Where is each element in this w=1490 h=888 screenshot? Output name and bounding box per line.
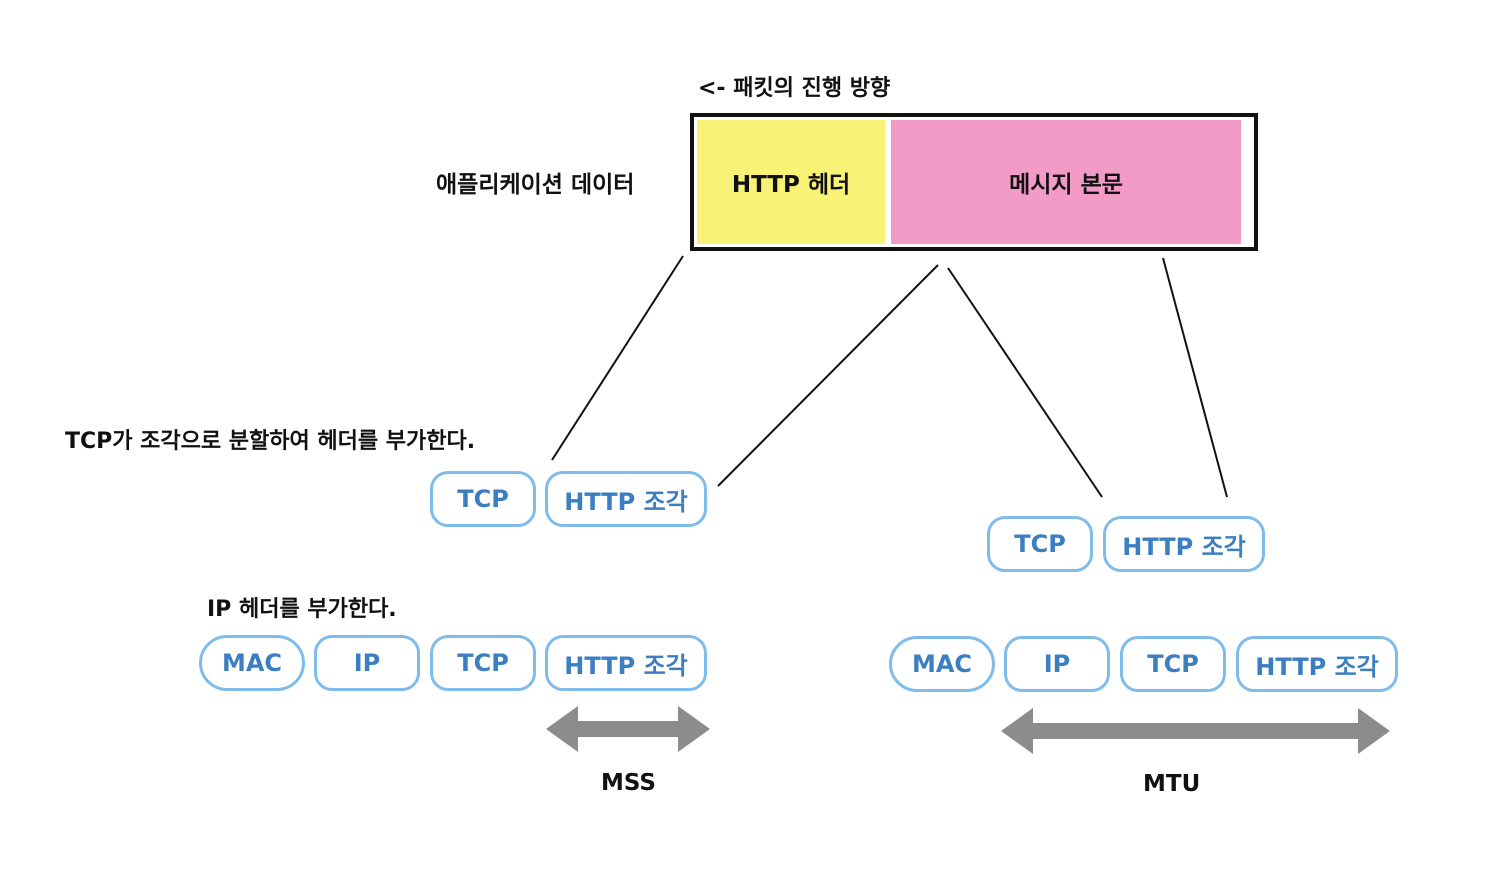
message-body-block: 메시지 본문 (891, 120, 1241, 244)
mss-label: MSS (601, 770, 656, 796)
mss-arrow (546, 706, 710, 752)
ip-header-pill: IP (1004, 636, 1110, 692)
mac-header-pill: MAC (889, 636, 995, 692)
tcp-header-pill: TCP (430, 471, 536, 527)
mac-header-pill: MAC (199, 635, 305, 691)
connector-line (947, 267, 1103, 498)
http-fragment-pill: HTTP 조각 (545, 471, 707, 527)
app-data-label: 애플리케이션 데이터 (436, 172, 635, 198)
tcp-header-pill: TCP (987, 516, 1093, 572)
http-fragment-pill: HTTP 조각 (1236, 636, 1398, 692)
tcp-header-pill: TCP (430, 635, 536, 691)
connector-line (1162, 257, 1228, 498)
connector-line (717, 264, 939, 487)
mtu-arrow (1001, 708, 1390, 754)
direction-label: <- 패킷의 진행 방향 (698, 76, 891, 101)
mtu-label: MTU (1143, 771, 1201, 797)
tcp-step-label: TCP가 조각으로 분할하여 헤더를 부가한다. (65, 429, 476, 454)
http-header-block: HTTP 헤더 (697, 120, 885, 244)
http-fragment-pill: HTTP 조각 (545, 635, 707, 691)
connector-line (551, 255, 684, 461)
ip-header-pill: IP (314, 635, 420, 691)
tcp-header-pill: TCP (1120, 636, 1226, 692)
http-fragment-pill: HTTP 조각 (1103, 516, 1265, 572)
ip-step-label: IP 헤더를 부가한다. (207, 597, 397, 622)
app-data-packet: HTTP 헤더 메시지 본문 (690, 113, 1258, 251)
